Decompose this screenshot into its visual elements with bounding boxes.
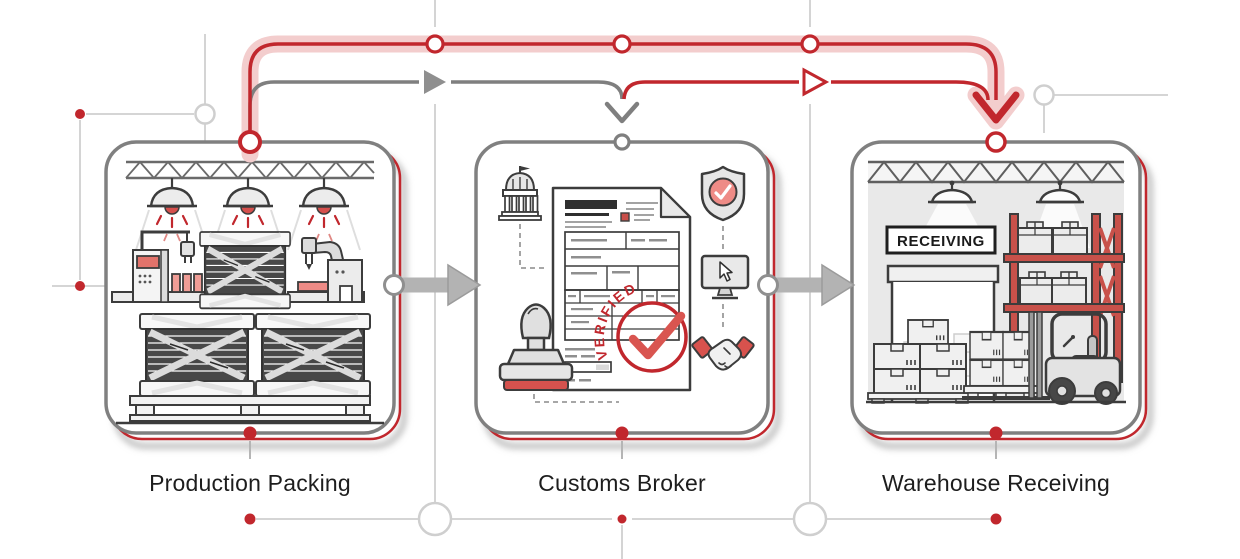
pallet-icon (867, 392, 975, 400)
fabric-roll-icon (200, 232, 290, 308)
decor-circle-right (1033, 84, 1055, 106)
background-decorations (52, 0, 1168, 559)
robot-arm-icon (297, 237, 363, 303)
stage-labels: Production Packing Customs Broker Wareho… (149, 470, 1110, 496)
stage-block-arrows (383, 263, 856, 307)
decor-dot (75, 109, 85, 119)
decor-circle-left (194, 103, 216, 125)
panel-bottom-node (615, 426, 629, 440)
machine-screen (136, 255, 160, 269)
decor-circle-bottom-left (417, 501, 453, 537)
government-building-icon (498, 166, 542, 221)
block-arrow-1-2 (383, 263, 482, 307)
edge-node-ring (383, 274, 405, 296)
pallet-rack-icon (1003, 213, 1125, 383)
decor-dot (244, 513, 256, 525)
panel-bottom-node (243, 426, 257, 440)
connector-flows (238, 34, 1025, 459)
decor-circle-bottom-right (792, 501, 828, 537)
roof-truss-icon (867, 160, 1125, 184)
receiving-sign: RECEIVING (885, 225, 997, 255)
pallet-load-icon (963, 330, 1039, 399)
handshake-icon (691, 336, 755, 371)
panel-top-node-warehouse (985, 131, 1007, 153)
flow-production-to-customs (248, 70, 640, 133)
decor-dot (617, 514, 627, 524)
dashed-connector (533, 394, 619, 403)
panel-top-node-customs (613, 133, 631, 151)
stage-label-warehouse-receiving: Warehouse Receiving (882, 470, 1110, 496)
flow-production-to-warehouse (248, 42, 1020, 133)
plug-icon (180, 241, 195, 257)
flow-node-ring (425, 34, 445, 54)
warehouse-receiving-illustration: RECEIVING (866, 160, 1126, 405)
receiving-sign-text: RECEIVING (897, 233, 985, 250)
customs-form-icon (551, 186, 692, 392)
decor-dot (75, 281, 85, 291)
packing-machine-icon (132, 230, 203, 303)
panel-bottom-node (989, 426, 1003, 440)
fabric-roll-icon (140, 314, 254, 396)
flow-customs-to-warehouse (622, 67, 990, 101)
monitor-cursor-icon (700, 254, 750, 300)
flow-node-ring (612, 34, 632, 54)
panel-top-node-production (238, 130, 262, 154)
label-stub-lines (249, 441, 997, 459)
pallet-icon (129, 395, 371, 422)
lamp-light-cone (926, 204, 978, 226)
forklift-icon (962, 311, 1122, 405)
customs-broker-illustration: VERIFIED (498, 165, 755, 403)
red-down-arrowhead-icon (972, 91, 1020, 124)
red-arrowhead-icon (802, 67, 830, 97)
rubber-stamp-icon (498, 303, 574, 391)
stage-label-customs-broker: Customs Broker (538, 470, 706, 496)
gray-down-arrowhead-icon (604, 101, 640, 124)
flow-node-ring (800, 34, 820, 54)
fabric-roll-icon (256, 314, 370, 396)
edge-node-ring (757, 274, 779, 296)
cursor-icon (719, 261, 733, 282)
block-arrow-2-3 (757, 263, 856, 307)
gray-arrowhead-icon (424, 70, 446, 94)
decor-dot (990, 513, 1002, 525)
production-packing-illustration (111, 160, 384, 425)
stage-label-production-packing: Production Packing (149, 470, 351, 496)
shield-check-icon (700, 165, 746, 222)
